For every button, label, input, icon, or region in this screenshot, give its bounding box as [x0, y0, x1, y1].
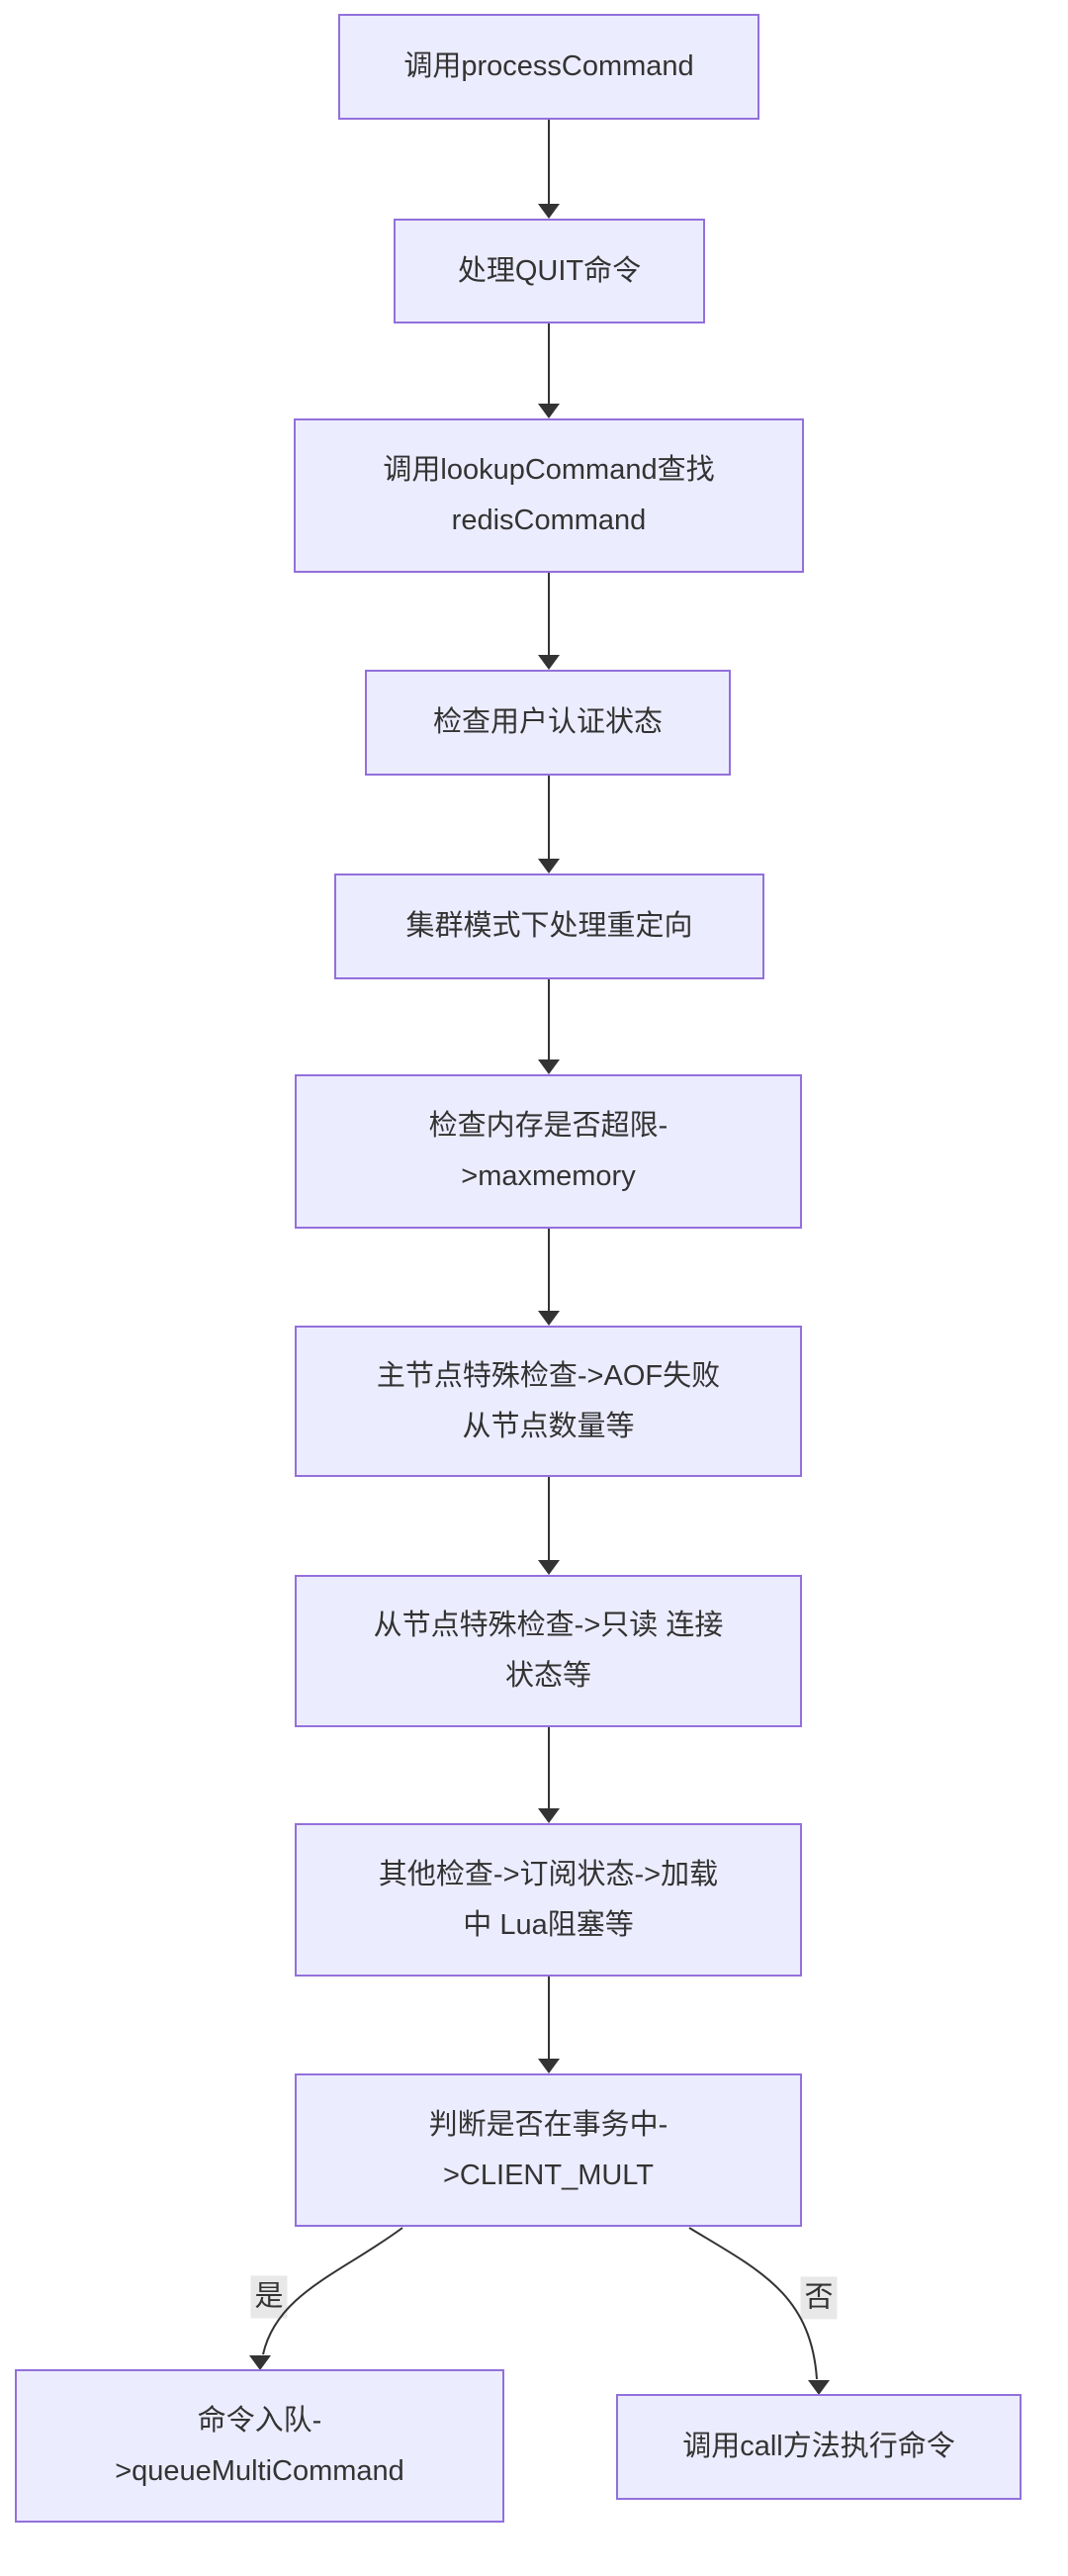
node-label: 调用call方法执行命令 — [682, 2431, 955, 2462]
node-label: 处理QUIT命令 — [457, 254, 642, 287]
edge-arrow-no — [688, 2227, 818, 2380]
arrowhead-icon — [538, 2059, 560, 2073]
node-label: 检查内存是否超限- — [428, 1110, 668, 1142]
arrowhead-icon — [538, 1311, 560, 1326]
node-label: 中 Lua阻塞等 — [463, 1908, 634, 1941]
node-cluster-redirect: 集群模式下处理重定向 — [334, 874, 764, 979]
arrowhead-icon — [538, 1808, 560, 1823]
node-label: 调用lookupCommand查找 — [383, 454, 715, 486]
node-label: >maxmemory — [461, 1160, 636, 1192]
arrowhead-icon — [538, 1059, 560, 1074]
node-label: >CLIENT_MULT — [443, 2159, 654, 2191]
node-call-process-command: 调用processCommand — [338, 14, 759, 120]
node-label: 从节点数量等 — [462, 1410, 635, 1442]
node-label: 命令入队- — [197, 2404, 322, 2437]
arrowhead-icon — [538, 204, 560, 219]
node-label: redisCommand — [451, 505, 647, 536]
node-check-auth-status: 检查用户认证状态 — [365, 670, 731, 776]
edge-label-no: 否 — [800, 2276, 838, 2320]
node-label: 从节点特殊检查->只读 连接 — [373, 1610, 724, 1641]
node-lookup-command: 调用lookupCommand查找 redisCommand — [294, 418, 804, 573]
arrowhead-icon — [808, 2380, 830, 2395]
node-replica-special-checks: 从节点特殊检查->只读 连接 状态等 — [295, 1575, 802, 1727]
node-queue-multi-command: 命令入队- >queueMultiCommand — [15, 2369, 504, 2523]
arrowhead-icon — [538, 404, 560, 418]
node-label: 判断是否在事务中- — [428, 2108, 668, 2141]
node-label: 其他检查->订阅状态->加载 — [378, 1858, 719, 1890]
node-other-checks: 其他检查->订阅状态->加载 中 Lua阻塞等 — [295, 1823, 802, 1977]
node-check-transaction: 判断是否在事务中- >CLIENT_MULT — [295, 2073, 802, 2227]
edge-label-yes: 是 — [250, 2275, 288, 2319]
node-check-maxmemory: 检查内存是否超限- >maxmemory — [295, 1074, 802, 1229]
arrowhead-icon — [538, 1560, 560, 1575]
node-handle-quit-command: 处理QUIT命令 — [394, 219, 705, 323]
node-label: 集群模式下处理重定向 — [405, 910, 693, 942]
node-label: >queueMultiCommand — [115, 2454, 404, 2487]
node-master-special-checks: 主节点特殊检查->AOF失败 从节点数量等 — [295, 1326, 802, 1477]
arrowhead-icon — [249, 2355, 271, 2370]
node-label: 检查用户认证状态 — [432, 706, 663, 738]
arrowhead-icon — [538, 655, 560, 670]
arrowhead-icon — [538, 859, 560, 874]
node-label: 调用processCommand — [403, 50, 694, 82]
node-call-execute-command: 调用call方法执行命令 — [616, 2394, 1022, 2500]
node-label: 状态等 — [504, 1660, 591, 1692]
node-label: 主节点特殊检查->AOF失败 — [376, 1359, 721, 1392]
